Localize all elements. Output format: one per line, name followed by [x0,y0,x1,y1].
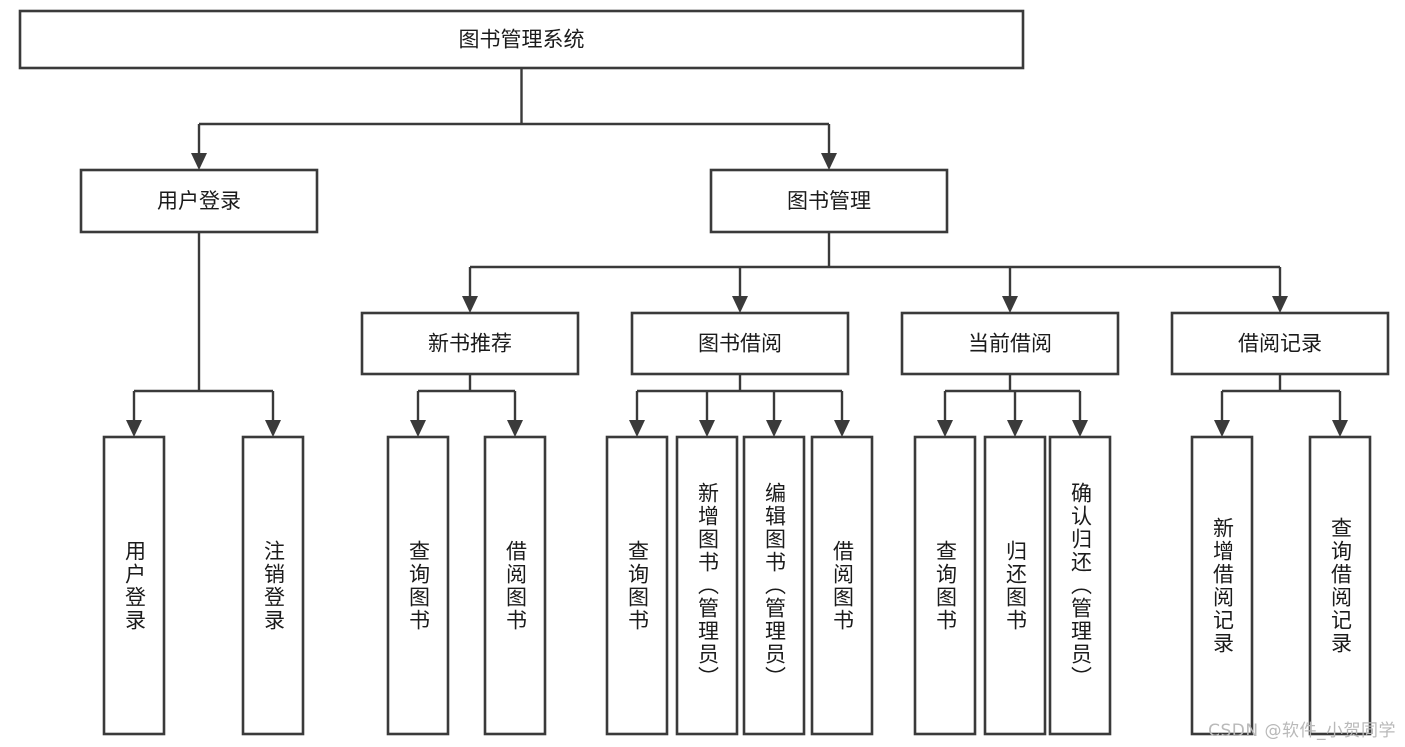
node-box[interactable] [360,311,580,376]
node-label: 用户登录 [157,189,241,213]
node-label-wrap: 注销登录 [261,539,286,632]
node-box[interactable] [742,435,806,736]
node-user-logout[interactable]: 注销登录 [241,435,305,736]
arrow-head [1332,420,1348,437]
node-new-book-recommend[interactable]: 新书推荐 [360,311,580,376]
node-box[interactable] [483,435,547,736]
arrow-head [507,420,523,437]
node-label-wrap: 新增图书（管理员） [695,482,720,689]
node-record-add[interactable]: 新增借阅记录 [1190,435,1254,736]
node-label: 新书推荐 [428,332,512,356]
node-label-wrap: 确认归还（管理员） [1068,482,1093,689]
node-box[interactable] [18,9,1025,70]
node-label: 查询图书 [406,539,431,632]
node-label: 用户登录 [122,539,147,632]
arrow-head [1072,420,1088,437]
node-label-wrap: 新增借阅记录 [1210,516,1235,655]
node-label: 新增图书（管理员） [695,482,720,689]
arrow-head [629,420,645,437]
node-label: 查询借阅记录 [1328,516,1353,655]
arrow-head [821,153,837,170]
node-label-wrap: 借阅图书 [503,539,528,632]
node-box[interactable] [675,435,739,736]
node-label-wrap: 编辑图书（管理员） [762,482,787,689]
node-box[interactable] [1048,435,1112,736]
node-box[interactable] [1190,435,1254,736]
node-current-return-book[interactable]: 归还图书 [983,435,1047,736]
node-label: 归还图书 [1003,539,1028,632]
node-label: 编辑图书（管理员） [762,482,787,689]
node-user-login-do[interactable]: 用户登录 [102,435,166,736]
node-root[interactable]: 图书管理系统 [18,9,1025,70]
csdn-watermark: CSDN @软件_小贺同学 [1208,721,1396,741]
node-label: 确认归还（管理员） [1068,482,1093,689]
node-borrow-record[interactable]: 借阅记录 [1170,311,1390,376]
node-current-confirm-return[interactable]: 确认归还（管理员） [1048,435,1112,736]
node-borrow-query-book[interactable]: 查询图书 [605,435,669,736]
node-label-wrap: 查询图书 [406,539,431,632]
node-book-management[interactable]: 图书管理 [709,168,949,234]
arrow-head [766,420,782,437]
node-box[interactable] [386,435,450,736]
node-box[interactable] [900,311,1120,376]
node-box[interactable] [983,435,1047,736]
arrow-head [699,420,715,437]
node-box[interactable] [241,435,305,736]
node-label: 查询图书 [625,539,650,632]
node-current-borrow[interactable]: 当前借阅 [900,311,1120,376]
node-label-wrap: 归还图书 [1003,539,1028,632]
node-box[interactable] [79,168,319,234]
node-borrow-add-book[interactable]: 新增图书（管理员） [675,435,739,736]
node-label-wrap: 用户登录 [122,539,147,632]
node-label: 注销登录 [261,539,286,632]
arrow-head [410,420,426,437]
node-label: 借阅记录 [1238,332,1322,356]
node-borrow-edit-book[interactable]: 编辑图书（管理员） [742,435,806,736]
arrow-head [191,153,207,170]
node-box[interactable] [605,435,669,736]
node-box[interactable] [1170,311,1390,376]
node-box[interactable] [630,311,850,376]
node-layer: 图书管理系统用户登录用户登录注销登录图书管理新书推荐查询图书借阅图书图书借阅查询… [18,9,1390,736]
node-label: 当前借阅 [968,332,1052,356]
node-recommend-borrow-book[interactable]: 借阅图书 [483,435,547,736]
node-book-borrow[interactable]: 图书借阅 [630,311,850,376]
arrow-head [1272,296,1288,313]
node-label: 图书管理系统 [459,28,585,52]
arrow-head [1214,420,1230,437]
node-label: 新增借阅记录 [1210,516,1235,655]
node-label-wrap: 查询借阅记录 [1328,516,1353,655]
node-box[interactable] [102,435,166,736]
node-box[interactable] [913,435,977,736]
node-recommend-query-book[interactable]: 查询图书 [386,435,450,736]
arrow-head [462,296,478,313]
node-label: 图书管理 [787,189,871,213]
node-box[interactable] [709,168,949,234]
node-user-login[interactable]: 用户登录 [79,168,319,234]
arrow-head [834,420,850,437]
node-borrow-borrow-book[interactable]: 借阅图书 [810,435,874,736]
node-label: 查询图书 [933,539,958,632]
node-label-wrap: 查询图书 [625,539,650,632]
node-current-query-book[interactable]: 查询图书 [913,435,977,736]
arrow-head [937,420,953,437]
node-label: 借阅图书 [830,539,855,632]
node-label: 借阅图书 [503,539,528,632]
arrow-head [1002,296,1018,313]
arrow-head [732,296,748,313]
node-box[interactable] [810,435,874,736]
node-record-query[interactable]: 查询借阅记录 [1308,435,1372,736]
arrow-head [1007,420,1023,437]
node-box[interactable] [1308,435,1372,736]
node-label-wrap: 查询图书 [933,539,958,632]
node-label: 图书借阅 [698,332,782,356]
arrow-head [126,420,142,437]
node-label-wrap: 借阅图书 [830,539,855,632]
edge-layer [126,68,1348,437]
arrow-head [265,420,281,437]
